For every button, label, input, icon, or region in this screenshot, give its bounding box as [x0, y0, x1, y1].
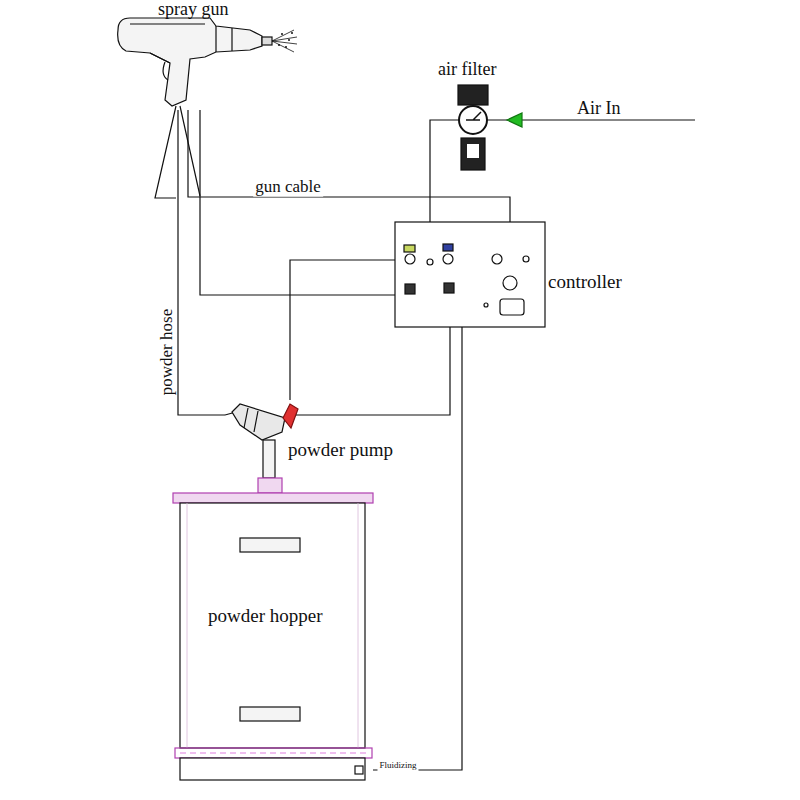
pump-nozzle	[283, 404, 298, 428]
panel-switch	[500, 299, 524, 315]
edge-label-anchor: gun cable	[253, 178, 323, 197]
air-filter-node: air filter	[438, 58, 548, 175]
edge-label: gun cable	[253, 178, 323, 197]
pump-detail	[244, 408, 258, 432]
connector-line	[420, 327, 450, 415]
hopper-body	[180, 503, 365, 748]
pump-stem	[263, 440, 275, 478]
spray-gun-detail	[130, 24, 232, 80]
panel-socket	[427, 259, 433, 265]
controller-label: controller	[548, 272, 622, 293]
free-label-anchor: Air In	[577, 99, 621, 119]
connector-line	[430, 120, 438, 222]
edge-label-anchor: Fluidizing	[377, 754, 418, 772]
panel-knob	[492, 254, 502, 264]
filter-gauge	[459, 106, 487, 134]
hopper-lid	[173, 493, 373, 503]
spray-dots	[278, 32, 293, 48]
hopper-handle	[240, 707, 300, 721]
powder-hopper-node: powder hopper	[173, 493, 373, 783]
controller-node: controller	[395, 222, 645, 327]
fluidizing-port	[355, 766, 363, 774]
spray-gun-nozzle	[262, 37, 272, 45]
panel-socket	[405, 254, 415, 264]
edge-label-anchor: powder hose	[158, 307, 177, 397]
spray-gun-body	[118, 18, 262, 106]
air-filter-label: air filter	[438, 60, 496, 80]
connector-line	[290, 260, 395, 400]
edge-label: Fluidizing	[377, 761, 418, 771]
connector-line	[200, 110, 395, 295]
powder-hopper-label: powder hopper	[208, 606, 323, 627]
pump-air-stub	[296, 414, 420, 415]
panel-port	[405, 284, 415, 294]
hopper-inner-lines	[187, 503, 358, 748]
air-in-arrow	[507, 113, 522, 127]
filter-bowl-window	[467, 144, 479, 158]
filter-ports	[438, 119, 500, 120]
pump-body	[232, 404, 285, 440]
powder-pump-node: powder pump	[225, 400, 420, 493]
connector-line	[373, 327, 462, 770]
panel-knob	[523, 256, 529, 262]
connector-line	[188, 110, 510, 222]
air-in-line	[500, 119, 695, 120]
filter-bowl	[461, 138, 485, 170]
panel-led	[484, 303, 488, 307]
controller-panel	[395, 222, 545, 327]
spray-lines	[272, 30, 297, 52]
panel-dial	[503, 276, 517, 290]
panel-indicator	[404, 245, 415, 252]
gauge-needle	[466, 112, 481, 120]
pump-neck	[258, 478, 282, 493]
powder-pump-label: powder pump	[288, 440, 393, 461]
filter-head	[458, 85, 488, 105]
spray-gun-label: spray gun	[158, 0, 229, 20]
fluidizing-plate	[175, 748, 372, 758]
port-label: Air In	[577, 99, 621, 119]
panel-socket	[443, 254, 453, 264]
fluidizing-membrane	[180, 752, 367, 753]
edge-label: powder hose	[158, 307, 177, 397]
panel-indicator	[443, 244, 453, 251]
panel-port	[444, 283, 454, 293]
spray-gun-node: spray gun	[110, 0, 305, 110]
hopper-base	[180, 758, 365, 780]
connector-line	[178, 110, 225, 415]
hopper-handle	[240, 538, 300, 552]
